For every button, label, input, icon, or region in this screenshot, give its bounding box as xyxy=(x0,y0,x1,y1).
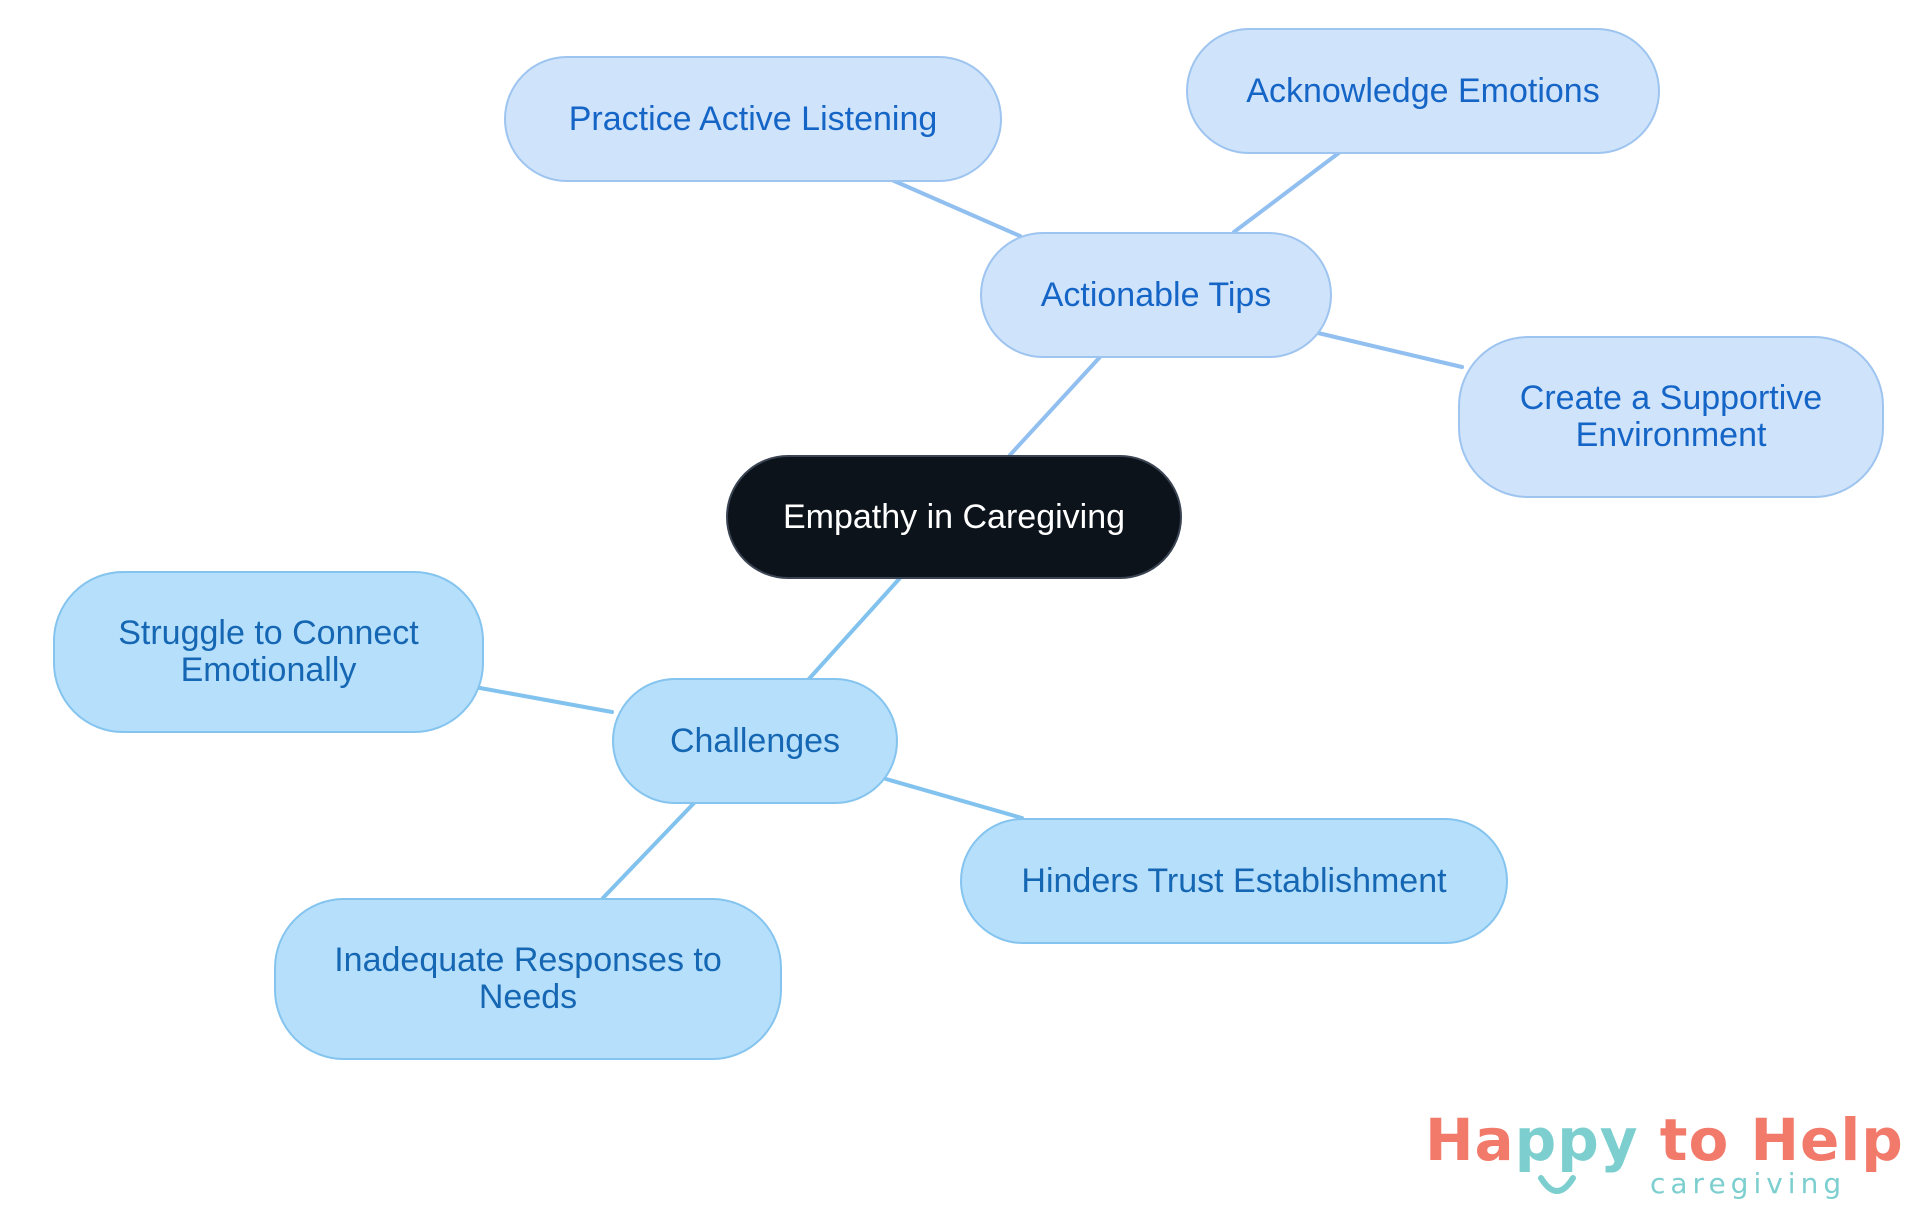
logo-title-part1: Ha xyxy=(1425,1106,1515,1174)
node-hinders-trust-establishment: Hinders Trust Establishment xyxy=(960,818,1508,944)
edge-challenges-to-connect-emotionally xyxy=(478,686,614,714)
node-actionable-tips: Actionable Tips xyxy=(980,232,1332,358)
node-create-supportive-environment: Create a Supportive Environment xyxy=(1458,336,1884,498)
edge-challenges-to-inadequate-responses xyxy=(601,800,697,900)
happy-to-help-logo: Happy to Help caregiving xyxy=(1425,1108,1903,1203)
logo-title-part2: ppy xyxy=(1514,1106,1639,1174)
node-practice-active-listening: Practice Active Listening xyxy=(504,56,1002,182)
edge-tips-to-active-listening xyxy=(890,178,1022,238)
smile-icon xyxy=(1538,1175,1576,1194)
node-challenges: Challenges xyxy=(612,678,898,804)
node-inadequate-responses-to-needs: Inadequate Responses to Needs xyxy=(274,898,782,1060)
node-acknowledge-emotions: Acknowledge Emotions xyxy=(1186,28,1660,154)
logo-title-part3: to Help xyxy=(1638,1106,1904,1174)
node-struggle-to-connect-emotionally: Struggle to Connect Emotionally xyxy=(53,571,484,733)
logo-title: Happy to Help xyxy=(1425,1108,1904,1172)
edge-root-to-actionable-tips xyxy=(1008,355,1102,457)
logo-subtitle: caregiving xyxy=(1650,1167,1847,1200)
edge-tips-to-supportive-environment xyxy=(1316,331,1464,369)
edge-challenges-to-trust xyxy=(884,777,1024,820)
edge-root-to-challenges xyxy=(806,576,902,682)
node-empathy-in-caregiving: Empathy in Caregiving xyxy=(726,455,1182,579)
edge-tips-to-acknowledge-emotions xyxy=(1232,150,1342,234)
